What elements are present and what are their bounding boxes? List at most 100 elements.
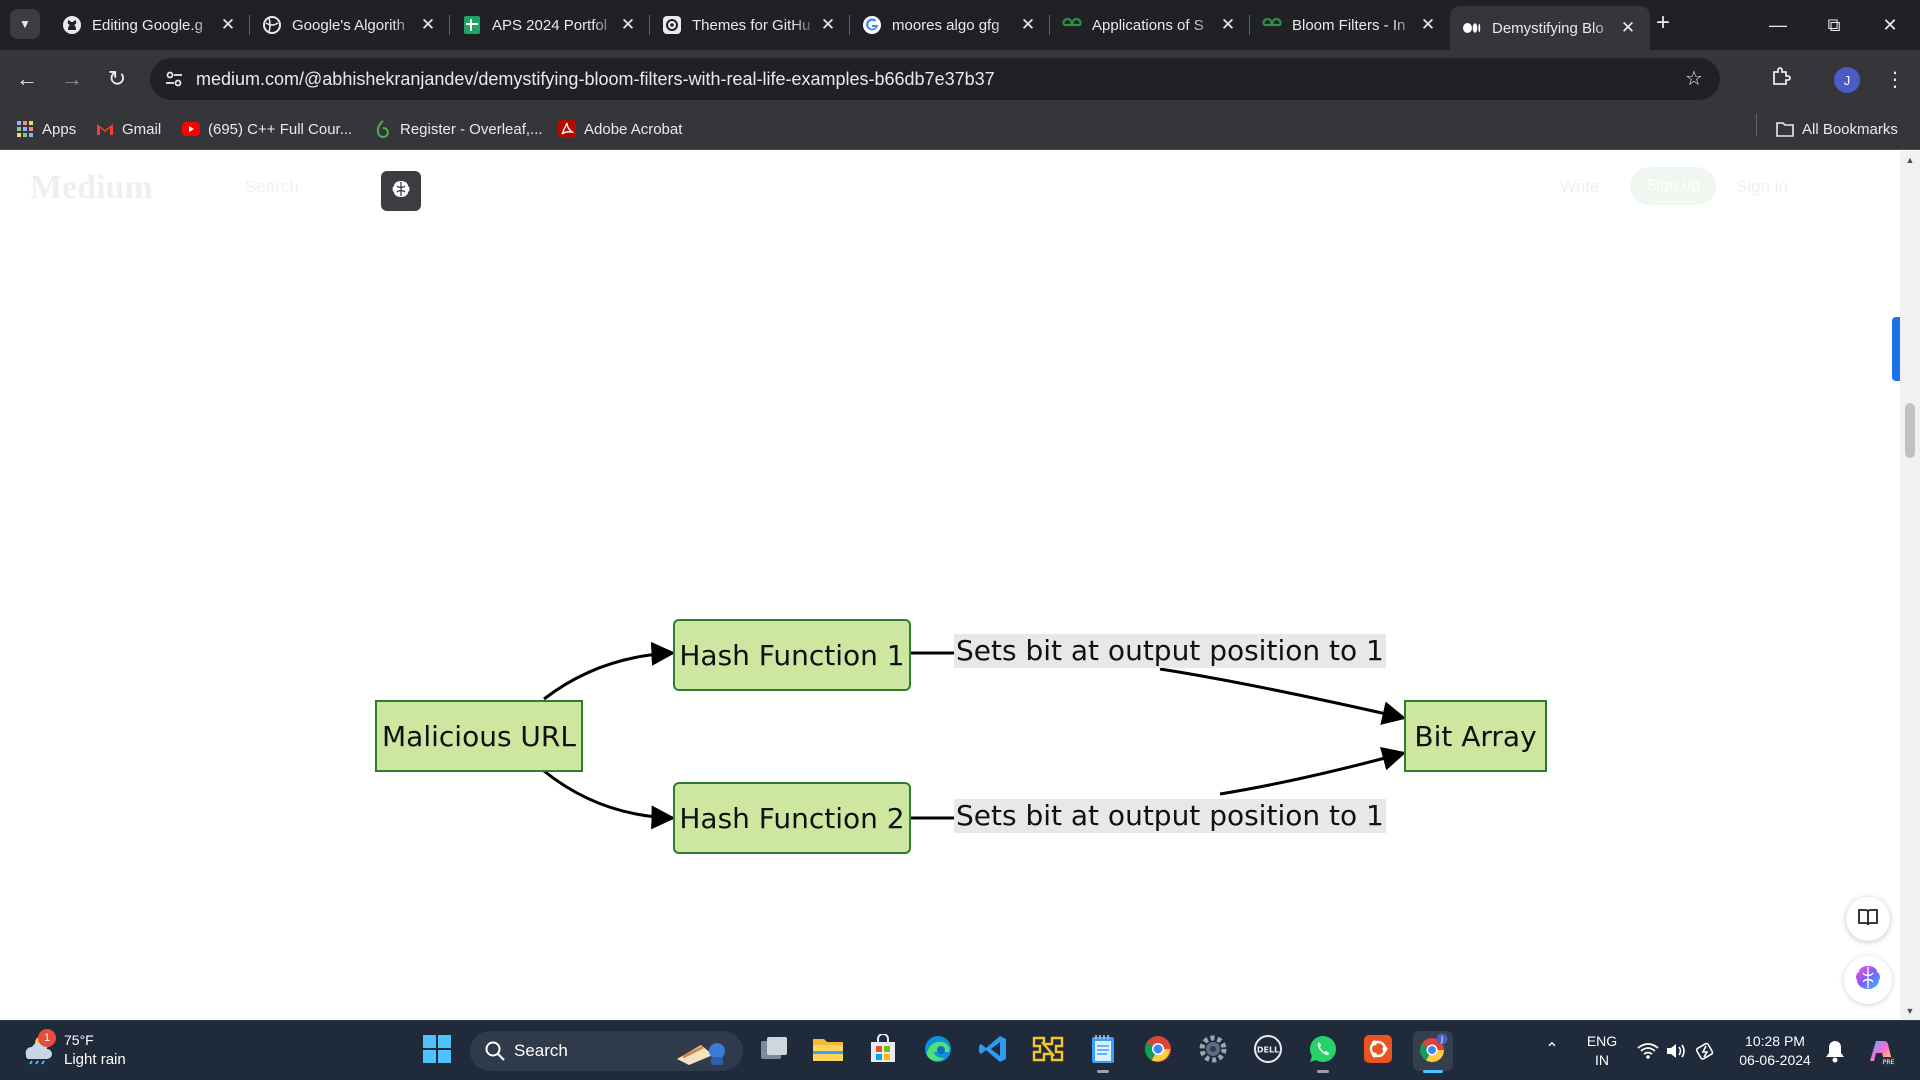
tab-separator bbox=[649, 15, 650, 35]
taskbar-task-view[interactable] bbox=[754, 1031, 794, 1071]
github-icon bbox=[62, 15, 82, 35]
tab-separator bbox=[849, 15, 850, 35]
taskbar-dell[interactable]: DELL bbox=[1248, 1031, 1288, 1071]
acrobat-icon bbox=[558, 120, 576, 138]
tab-5[interactable]: Applications of S ✕ bbox=[1050, 6, 1250, 44]
all-bookmarks-button[interactable]: All Bookmarks bbox=[1776, 118, 1898, 140]
side-panel-tab[interactable] bbox=[1892, 317, 1900, 381]
taskbar-file-explorer[interactable] bbox=[808, 1031, 848, 1071]
profile-avatar[interactable]: J bbox=[1834, 67, 1860, 93]
taskbar-settings[interactable] bbox=[1193, 1031, 1233, 1071]
edge-icon bbox=[923, 1034, 953, 1069]
medium-icon bbox=[1462, 18, 1482, 38]
new-tab-button[interactable]: + bbox=[1650, 11, 1676, 37]
tab-search-dropdown-button[interactable]: ▼ bbox=[10, 9, 40, 39]
sign-in-link[interactable]: Sign in bbox=[1736, 177, 1788, 196]
close-icon[interactable]: ✕ bbox=[1220, 15, 1236, 34]
medium-logo[interactable]: Medium bbox=[30, 169, 153, 206]
close-icon[interactable]: ✕ bbox=[1420, 15, 1436, 34]
tab-3[interactable]: Themes for GitHu ✕ bbox=[650, 6, 850, 44]
address-url[interactable]: medium.com/@abhishekranjandev/demystifyi… bbox=[196, 69, 995, 89]
taskbar-search[interactable]: Search bbox=[470, 1031, 743, 1071]
wifi-icon[interactable] bbox=[1636, 1039, 1660, 1063]
close-icon[interactable]: ✕ bbox=[1620, 18, 1636, 37]
taskbar-notepad[interactable] bbox=[1083, 1031, 1123, 1073]
bookmark-acrobat[interactable]: Adobe Acrobat bbox=[558, 118, 682, 140]
close-icon[interactable]: ✕ bbox=[220, 15, 236, 34]
scrollbar-thumb[interactable] bbox=[1905, 403, 1915, 458]
ai-brain-floating-button[interactable] bbox=[1844, 956, 1892, 1004]
windows-taskbar: 1 75°F Light rain Search bbox=[0, 1020, 1920, 1080]
battery-charging-icon[interactable] bbox=[1694, 1039, 1718, 1063]
bookmark-label: Gmail bbox=[122, 120, 162, 138]
sign-up-button[interactable]: Sign up bbox=[1630, 167, 1716, 205]
plus-icon: + bbox=[1655, 9, 1670, 36]
taskbar-edge[interactable] bbox=[918, 1031, 958, 1071]
svg-text:PRE: PRE bbox=[1883, 1059, 1895, 1066]
show-hidden-icons-button[interactable]: ⌃ bbox=[1542, 1039, 1562, 1063]
taskbar-unknown-app[interactable] bbox=[1028, 1031, 1068, 1071]
bookmark-gmail[interactable]: Gmail bbox=[96, 118, 161, 140]
taskbar-chrome[interactable] bbox=[1138, 1031, 1178, 1071]
tab-7-active[interactable]: Demystifying Blo ✕ bbox=[1450, 6, 1650, 50]
forward-button[interactable]: → bbox=[57, 64, 87, 94]
scroll-down-arrow-icon[interactable]: ▼ bbox=[1905, 1006, 1915, 1016]
scroll-up-arrow-icon[interactable]: ▲ bbox=[1905, 155, 1915, 165]
extensions-button[interactable] bbox=[1766, 64, 1796, 94]
weather-widget[interactable]: 1 75°F Light rain bbox=[20, 1029, 160, 1073]
chrome-menu-button[interactable]: ⋮ bbox=[1880, 64, 1910, 94]
volume-icon[interactable] bbox=[1664, 1039, 1688, 1063]
taskbar-ubuntu[interactable] bbox=[1358, 1031, 1398, 1071]
settings-icon bbox=[1198, 1034, 1228, 1069]
tab-1[interactable]: Google's Algorith ✕ bbox=[250, 6, 450, 44]
reading-mode-button[interactable] bbox=[1846, 897, 1890, 941]
gfg-icon bbox=[1062, 15, 1082, 35]
site-settings-icon[interactable] bbox=[162, 67, 186, 91]
edge-label-hash2: Sets bit at output position to 1 bbox=[954, 799, 1386, 833]
start-button[interactable] bbox=[417, 1031, 457, 1071]
bookmark-star-icon[interactable]: ☆ bbox=[1685, 68, 1703, 90]
close-icon[interactable]: ✕ bbox=[420, 15, 436, 34]
minimize-button[interactable]: — bbox=[1758, 10, 1798, 40]
address-bar[interactable]: medium.com/@abhishekranjandev/demystifyi… bbox=[150, 58, 1720, 100]
chevron-down-icon: ▼ bbox=[19, 17, 31, 31]
overleaf-icon bbox=[374, 120, 392, 138]
tab-4[interactable]: moores algo gfg ✕ bbox=[850, 6, 1050, 44]
tab-title: moores algo gfg bbox=[892, 16, 1000, 34]
youtube-icon bbox=[182, 120, 200, 138]
close-icon[interactable]: ✕ bbox=[1020, 15, 1036, 34]
copilot-icon[interactable]: PRE bbox=[1864, 1035, 1896, 1067]
page-scrollbar[interactable]: ▲ ▼ bbox=[1900, 151, 1920, 1020]
tab-6[interactable]: Bloom Filters - In ✕ bbox=[1250, 6, 1450, 44]
reload-button[interactable]: ↻ bbox=[102, 64, 132, 94]
close-icon: ✕ bbox=[1882, 15, 1898, 35]
tab-separator bbox=[1049, 15, 1050, 35]
tab-0[interactable]: Editing Google.g ✕ bbox=[50, 6, 250, 44]
vscode-icon bbox=[978, 1034, 1008, 1069]
tab-2[interactable]: APS 2024 Portfol ✕ bbox=[450, 6, 650, 44]
taskbar-chrome-profile[interactable]: J bbox=[1413, 1031, 1453, 1073]
medium-search[interactable]: Search bbox=[245, 177, 299, 196]
system-clock[interactable]: 10:28 PM 06-06-2024 bbox=[1730, 1032, 1820, 1070]
restore-button[interactable]: ⧉ bbox=[1814, 10, 1854, 40]
close-icon[interactable]: ✕ bbox=[620, 15, 636, 34]
taskbar-whatsapp[interactable] bbox=[1303, 1031, 1343, 1073]
taskbar-ms-store[interactable] bbox=[863, 1031, 903, 1071]
running-indicator bbox=[1317, 1070, 1329, 1073]
write-link[interactable]: Write bbox=[1560, 177, 1600, 196]
ai-assistant-button[interactable] bbox=[381, 171, 421, 211]
globe-icon bbox=[262, 15, 282, 35]
bookmark-youtube[interactable]: (695) C++ Full Cour... bbox=[182, 118, 352, 140]
close-window-button[interactable]: ✕ bbox=[1870, 10, 1910, 40]
unknown-app-icon bbox=[1032, 1034, 1064, 1069]
close-icon[interactable]: ✕ bbox=[820, 15, 836, 34]
back-button[interactable]: ← bbox=[12, 64, 42, 94]
edge-source-hash2 bbox=[543, 769, 676, 830]
notification-bell-icon[interactable] bbox=[1824, 1039, 1846, 1063]
language-indicator[interactable]: ENG IN bbox=[1582, 1032, 1622, 1070]
weather-alert-badge: 1 bbox=[38, 1029, 56, 1047]
taskbar-vscode[interactable] bbox=[973, 1031, 1013, 1071]
tab-title: Google's Algorith bbox=[292, 16, 405, 34]
bookmark-overleaf[interactable]: Register - Overleaf,... bbox=[374, 118, 543, 140]
bookmark-apps[interactable]: Apps bbox=[16, 118, 76, 140]
